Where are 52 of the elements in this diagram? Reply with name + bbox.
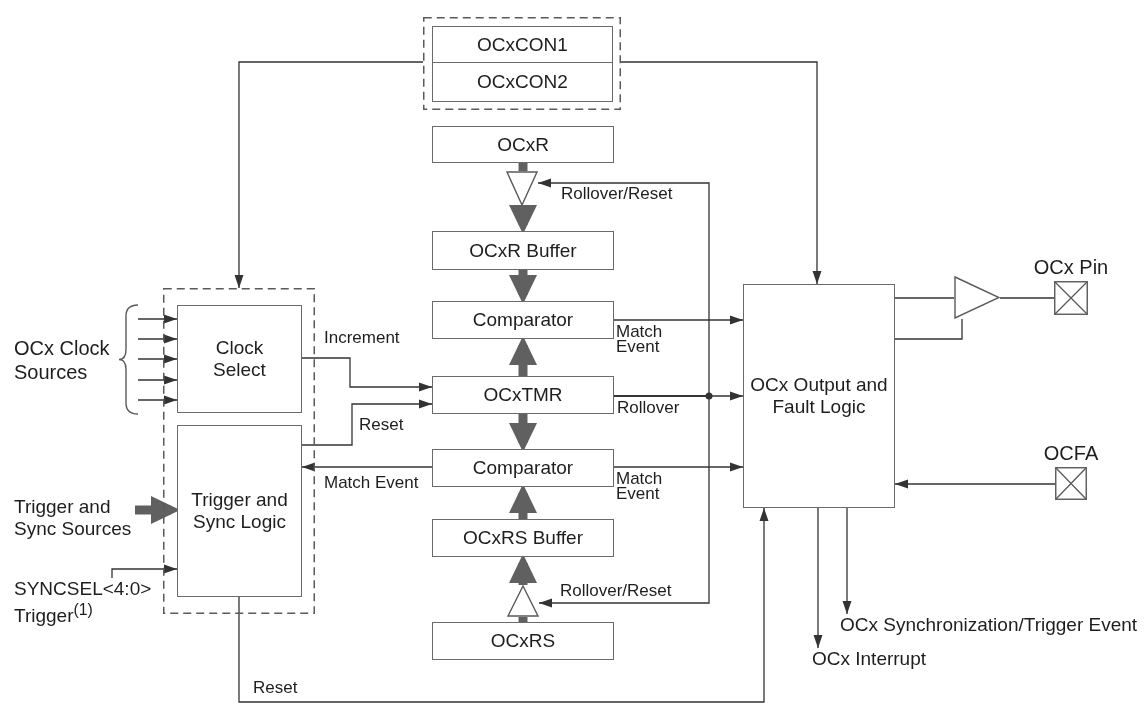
edge-label: Increment — [324, 330, 400, 345]
logic-box: Trigger and Sync Logic — [177, 425, 302, 597]
arrow — [137, 314, 178, 324]
signal-label: OCx Clock Sources — [14, 335, 111, 384]
register-box: OCxR Buffer — [432, 231, 614, 270]
arrow — [813, 507, 823, 649]
arrow — [137, 334, 178, 344]
edge-label: Rollover/Reset — [560, 583, 672, 598]
arrow — [301, 357, 433, 392]
arrow — [137, 354, 178, 364]
logic-box: OCx Output and Fault Logic — [743, 284, 895, 508]
pin-label: OCFA — [1043, 442, 1099, 464]
register-box: OCxR — [432, 126, 614, 163]
arrow — [301, 399, 433, 446]
arrow — [301, 462, 433, 472]
buffer-triangle — [506, 171, 538, 206]
signal-label: SYNCSEL<4:0> Trigger$^{(1)}$ — [14, 578, 159, 627]
arrow — [894, 479, 1056, 489]
arrow — [137, 375, 178, 385]
connector-line — [518, 617, 528, 622]
edge-label: Match Event — [324, 475, 419, 490]
connector-line — [518, 163, 528, 171]
arrow — [238, 507, 769, 703]
register-box: OCxCON1 — [432, 26, 613, 63]
arrow — [613, 315, 744, 325]
signal-label: OCx Synchronization/Trigger Event — [840, 614, 1138, 635]
arrow — [234, 61, 424, 289]
arrow — [620, 61, 822, 285]
connector-line — [894, 297, 955, 299]
edge-label: Rollover — [617, 400, 680, 415]
register-box: OCxRS Buffer — [432, 519, 614, 557]
register-box: OCxCON2 — [432, 62, 613, 102]
arrow — [613, 462, 744, 472]
pin-label: OCx Pin — [1033, 256, 1109, 278]
arrow — [111, 564, 178, 579]
connector-line — [999, 297, 1055, 299]
buffer-triangle — [954, 276, 1000, 319]
edge-label: Reset — [253, 680, 298, 695]
buffer-triangle — [507, 585, 539, 617]
signal-label: OCx Interrupt — [812, 648, 927, 669]
arrow — [137, 395, 178, 405]
arrow — [842, 507, 852, 615]
register-box: OCxRS — [432, 622, 614, 660]
arrow — [538, 395, 710, 608]
timer-box: OCxTMR — [432, 376, 614, 414]
comparator-box: Comparator — [432, 449, 614, 487]
signal-label: Trigger and Sync Sources — [14, 496, 135, 540]
comparator-box: Comparator — [432, 301, 614, 339]
edge-label: Rollover/Reset — [561, 186, 673, 201]
edge-label: Reset — [359, 417, 404, 432]
logic-box: Clock Select — [177, 305, 302, 413]
connector-line — [894, 318, 963, 340]
